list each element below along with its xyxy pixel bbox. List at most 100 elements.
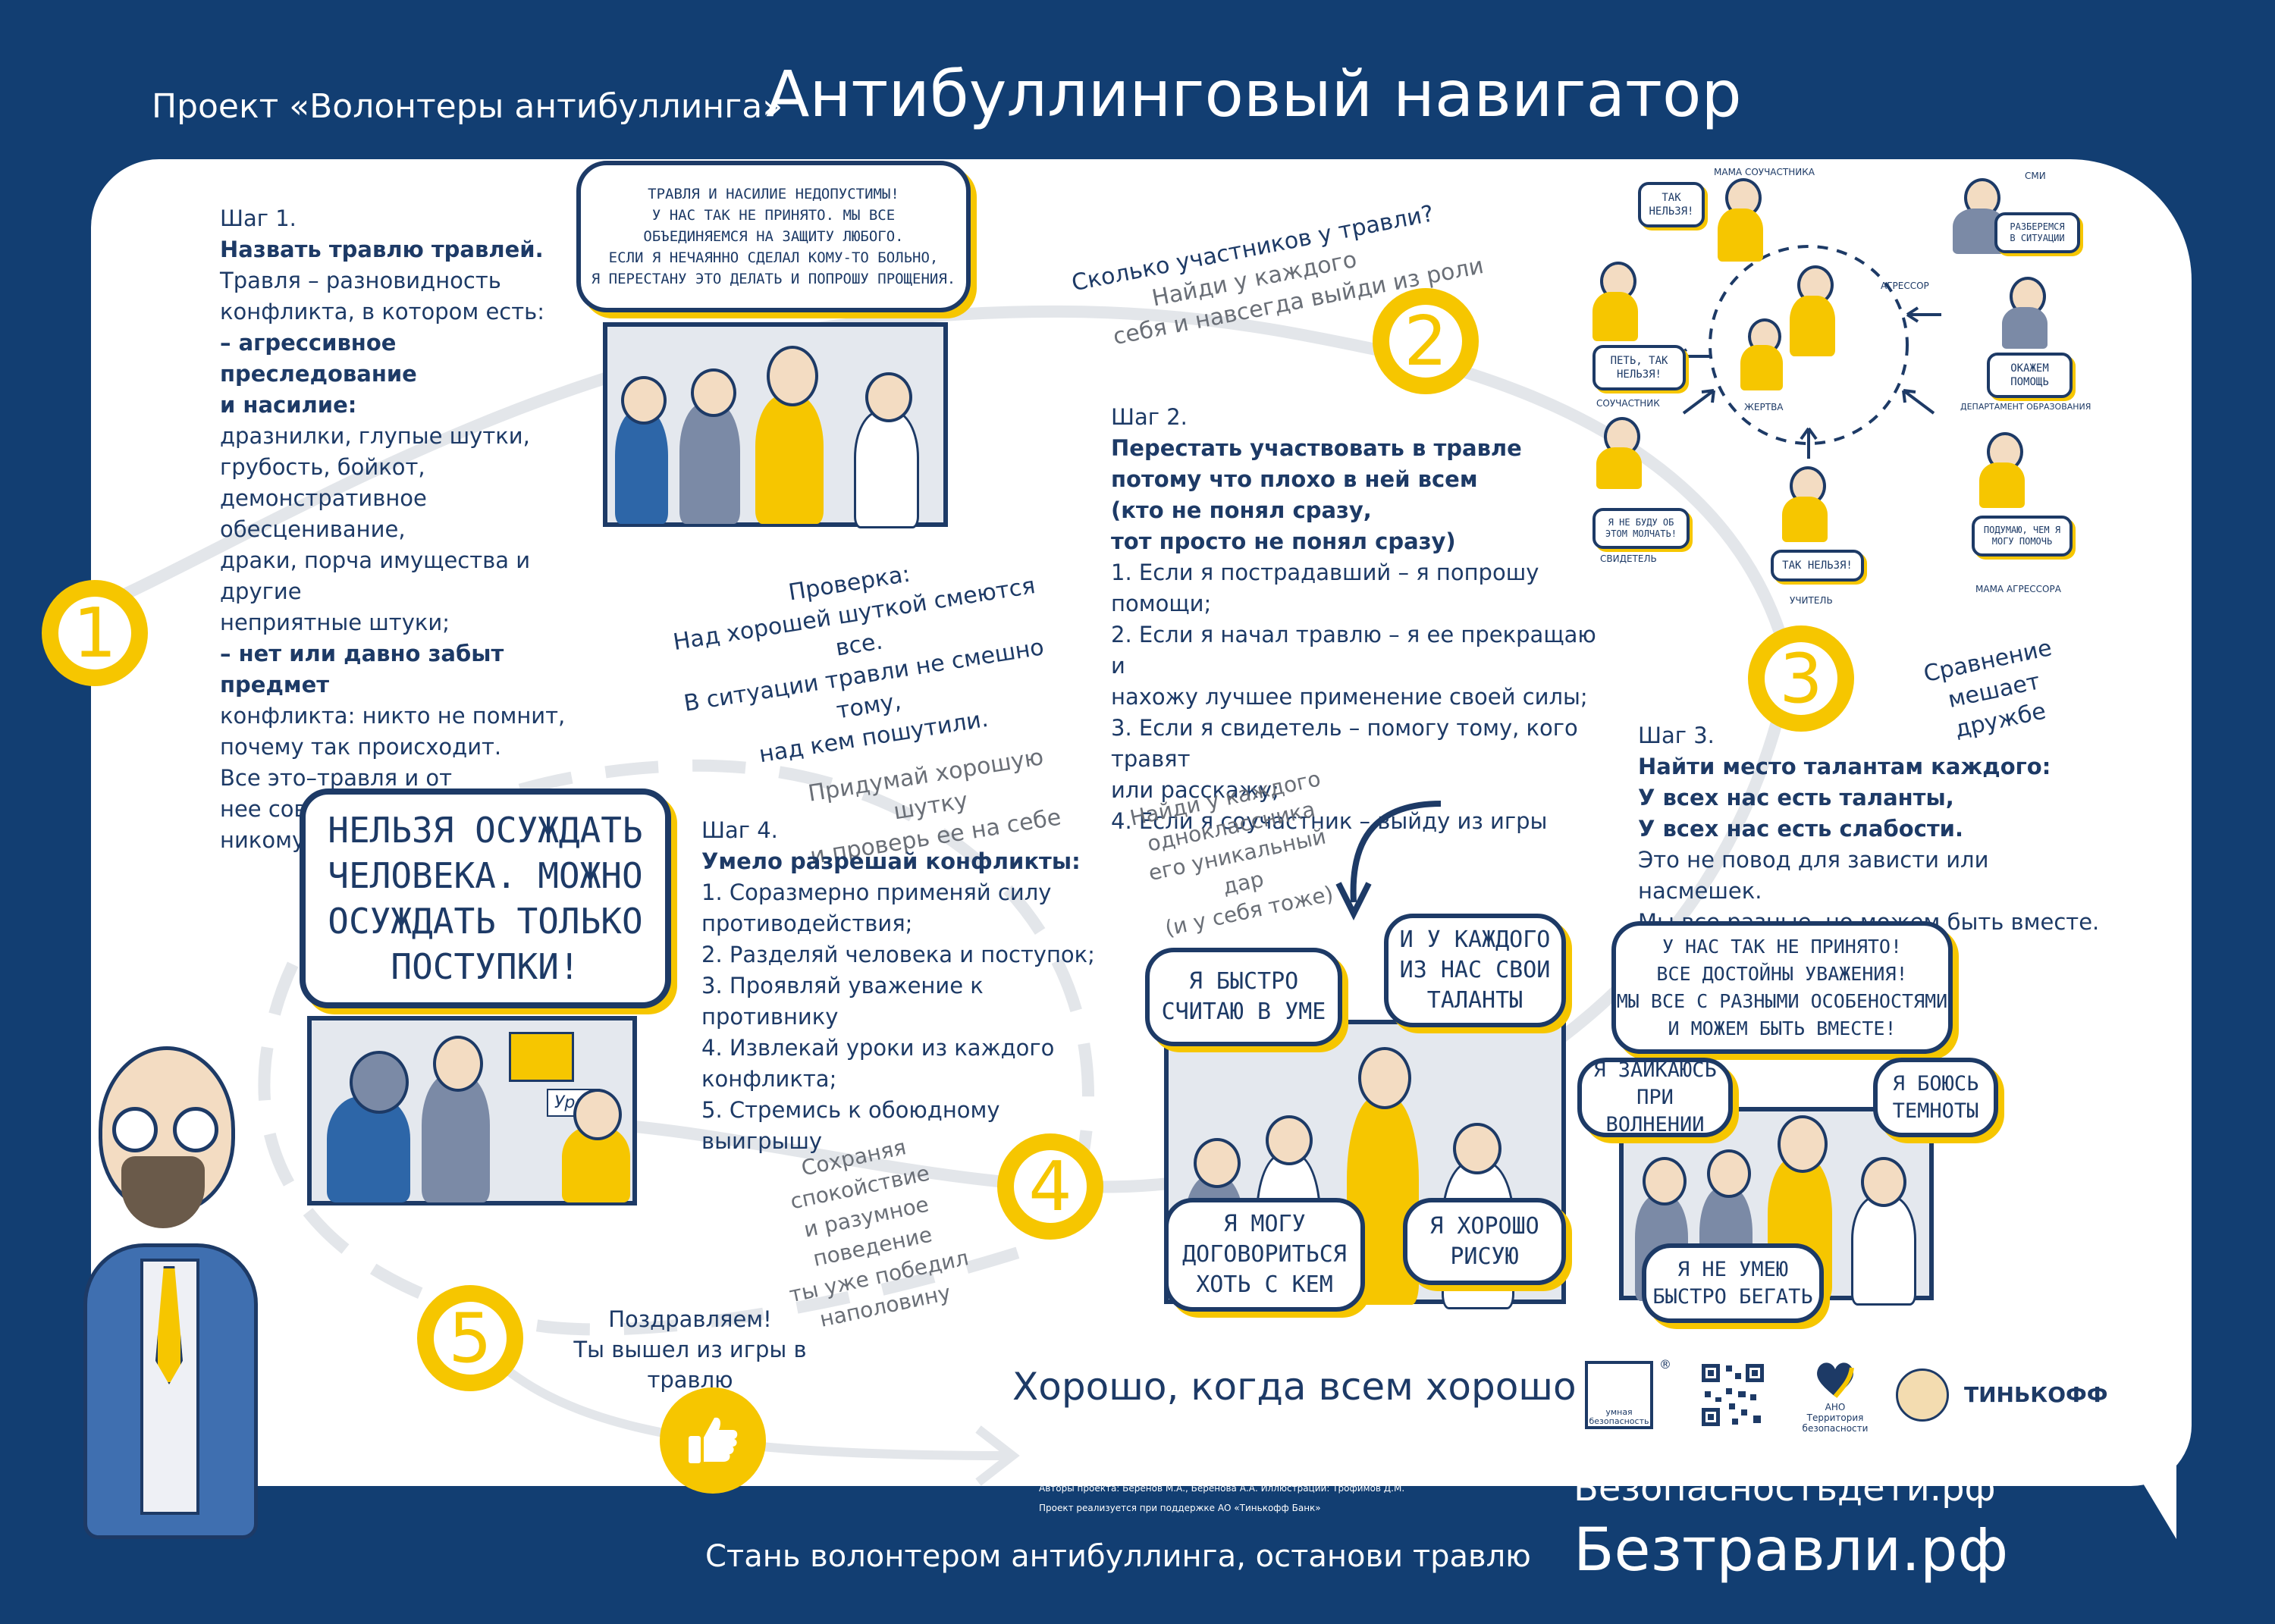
step-1-line: почему так происходит. bbox=[220, 734, 502, 760]
top-comic-panel bbox=[603, 322, 948, 528]
step-1-line: и насилие: bbox=[220, 392, 357, 418]
mediator-figure bbox=[422, 1074, 490, 1202]
step-4-line: 4. Извлекай уроки из каждого bbox=[701, 1035, 1055, 1061]
step-1-line: дразнилки, глупые шутки, bbox=[220, 423, 530, 449]
role-bubble: Я НЕ БУДУ ОБ ЭТОМ МОЛЧАТЬ! bbox=[1592, 508, 1690, 549]
bubble-line: Я ЗАИКАЮСЬ bbox=[1593, 1058, 1717, 1082]
bubble-line: ЧЕЛОВЕКА. МОЖНО bbox=[328, 855, 643, 896]
umnaya-reg: ® bbox=[1659, 1357, 1671, 1372]
tinkoff-emblem-icon bbox=[1896, 1368, 1949, 1422]
step-3-title: Шаг 3. bbox=[1638, 723, 1715, 748]
step-2-bold: (кто не понял сразу, bbox=[1111, 497, 1372, 523]
step-2-line: 1. Если я пострадавший – я попрошу помощ… bbox=[1111, 560, 1539, 616]
step-4-line: 2. Разделяй человека и поступок; bbox=[701, 942, 1095, 967]
top-speech-bubble: ТРАВЛЯ И НАСИЛИЕ НЕДОПУСТИМЫ! У НАС ТАК … bbox=[576, 161, 971, 312]
step-4-line: выигрышу bbox=[701, 1128, 823, 1154]
step-4-bold: Умело разрешай конфликты: bbox=[701, 848, 1081, 874]
step-3-bold: Найти место талантам каждого: bbox=[1638, 754, 2051, 779]
step-4-line: конфликта; bbox=[701, 1066, 837, 1092]
step-2-title: Шаг 2. bbox=[1111, 404, 1188, 430]
role-label: ДЕПАРТАМЕНТ ОБРАЗОВАНИЯ bbox=[1960, 402, 2091, 412]
step-1-line: конфликта: никто не помнит, bbox=[220, 703, 566, 729]
bubble-line: ПОСТУПКИ! bbox=[391, 946, 580, 987]
step-1-line: Все это–травля и от bbox=[220, 765, 453, 791]
angry-boy-figure bbox=[327, 1096, 410, 1202]
step-2-bold: Перестать участвовать в травле bbox=[1111, 435, 1522, 461]
step-1-line: демонстративное обесценивание, bbox=[220, 485, 427, 542]
credits: Авторы проекта: Беренов М.А., Беренова А… bbox=[1039, 1478, 1404, 1518]
conflict-comic-panel: Ура! bbox=[307, 1016, 637, 1205]
bubble-line: СЧИТАЮ В УМЕ bbox=[1161, 999, 1326, 1025]
role-bubble: ОКАЖЕМ ПОМОЩЬ bbox=[1987, 353, 2073, 398]
bubble-line: ОБЪЕДИНЯЕМСЯ НА ЗАЩИТУ ЛЮБОГО. bbox=[643, 228, 904, 245]
kid3-head bbox=[1453, 1123, 1502, 1174]
step-3-bold: У всех нас есть таланты, bbox=[1638, 785, 1954, 810]
congrats-block: Поздравляем! Ты вышел из игры в травлю bbox=[546, 1304, 834, 1395]
step-3-bold: У всех нас есть слабости. bbox=[1638, 816, 1963, 842]
step-2-line: 2. Если я начал травлю – я ее прекращаю … bbox=[1111, 622, 1596, 679]
kid1-head bbox=[1643, 1157, 1687, 1205]
role-label: СОУЧАСТНИК bbox=[1596, 398, 1660, 409]
panel-tail bbox=[2108, 1425, 2176, 1539]
project-label: Проект «Волонтеры антибуллинга» bbox=[152, 87, 783, 126]
role-label: ЖЕРТВА bbox=[1744, 402, 1784, 412]
kid3-head bbox=[1861, 1157, 1906, 1207]
girl-figure bbox=[679, 403, 740, 524]
bubble-line: У НАС ТАК НЕ ПРИНЯТО! bbox=[1662, 935, 1903, 958]
step-4-text: Шаг 4. Умело разрешай конфликты: 1. Сора… bbox=[701, 815, 1096, 1157]
step-3-text: Шаг 3. Найти место талантам каждого: У в… bbox=[1638, 720, 2108, 938]
souch-figure bbox=[1592, 292, 1638, 341]
witness-figure bbox=[1596, 447, 1642, 489]
site-link-2[interactable]: Безтравли.рф bbox=[1574, 1516, 2009, 1585]
teacher-head bbox=[1358, 1047, 1411, 1109]
victim-figure bbox=[1740, 345, 1783, 390]
bubble-line: Я БОЮСЬ bbox=[1892, 1071, 1979, 1096]
heart-logo-icon bbox=[1817, 1362, 1854, 1398]
step-3-line: Это не повод для зависти или насмешек. bbox=[1638, 847, 1989, 904]
teacher-figure bbox=[755, 395, 824, 524]
step-4-line: 1. Соразмерно применяй силу bbox=[701, 879, 1052, 905]
bubble-line: ТАЛАНТЫ bbox=[1426, 987, 1523, 1014]
girl-head bbox=[691, 368, 736, 417]
ano-logo: АНО Территория безопасности bbox=[1797, 1357, 1873, 1434]
mama-agr-figure bbox=[1979, 462, 2025, 508]
role-bubble: ТАК НЕЛЬЗЯ! bbox=[1771, 550, 1864, 582]
bubble-line: ОСУЖДАТЬ ТОЛЬКО bbox=[328, 901, 643, 942]
step-4-line: 5. Стремись к обоюдному bbox=[701, 1097, 1000, 1123]
tinkoff-logo-text: ТИНЬКОФФ bbox=[1964, 1382, 2108, 1407]
weakness-bubble-dark: Я БОЮСЬ ТЕМНОТЫ bbox=[1873, 1058, 1998, 1137]
role-label: МАМА АГРЕССОРА bbox=[1975, 584, 2061, 594]
teacher-head bbox=[1778, 1115, 1828, 1173]
bubble-line: НЕЛЬЗЯ ОСУЖДАТЬ bbox=[328, 810, 643, 851]
weakness-bubble-stutter: Я ЗАИКАЮСЬ ПРИ ВОЛНЕНИИ bbox=[1577, 1058, 1733, 1137]
kid2-head bbox=[1707, 1149, 1751, 1198]
kid2-head bbox=[1266, 1115, 1313, 1165]
bubble-line: Я ХОРОШО bbox=[1429, 1212, 1539, 1240]
site-link-1[interactable]: Безопасностьдети.рф bbox=[1574, 1467, 1996, 1510]
roles-diagram: ТАК НЕЛЬЗЯ! РАЗБЕРЕМСЯ В СИТУАЦИИ ПЕТЬ, … bbox=[1562, 163, 2093, 606]
bubble-line: ВСЕ ДОСТОЙНЫ УВАЖЕНИЯ! bbox=[1656, 962, 1908, 985]
step-2-text: Шаг 2. Перестать участвовать в травле по… bbox=[1111, 402, 1596, 837]
boy-figure bbox=[615, 410, 668, 524]
step-2-bold: тот просто не понял сразу) bbox=[1111, 528, 1456, 554]
bubble-line: У НАС ТАК НЕ ПРИНЯТО. МЫ ВСЕ bbox=[651, 207, 896, 224]
guide-character bbox=[61, 1031, 273, 1562]
credits-line: Проект реализуется при поддержке АО «Тин… bbox=[1039, 1503, 1321, 1513]
step-2-line: нахожу лучшее применение своей силы; bbox=[1111, 684, 1588, 710]
bubble-line: МЫ ВСЕ С РАЗНЫМИ ОСОБЕНОСТЯМИ bbox=[1616, 989, 1948, 1012]
guide-beard bbox=[121, 1156, 205, 1228]
congrats-text: Ты вышел из игры в травлю bbox=[573, 1337, 807, 1393]
role-label: МАМА СОУЧАСТНИКА bbox=[1714, 167, 1815, 177]
motto: Хорошо, когда всем хорошо bbox=[1012, 1365, 1577, 1409]
step-2-badge: 2 bbox=[1373, 288, 1479, 394]
step-2-line: или расскажу; bbox=[1111, 777, 1279, 803]
poster bbox=[509, 1032, 574, 1082]
bubble-line: Я МОГУ bbox=[1223, 1211, 1306, 1237]
step-4-line: противодействия; bbox=[701, 911, 913, 936]
page-title: Антибуллинговый навигатор bbox=[766, 57, 1742, 131]
step-1-badge: 1 bbox=[42, 580, 148, 686]
talent-bubble-negotiate: Я МОГУ ДОГОВОРИТЬСЯ ХОТЬ С КЕМ bbox=[1164, 1198, 1365, 1312]
step-1-line: драки, порча имущества и другие bbox=[220, 547, 531, 604]
step-5-badge: 5 bbox=[417, 1285, 523, 1391]
mediator-head bbox=[433, 1036, 483, 1092]
